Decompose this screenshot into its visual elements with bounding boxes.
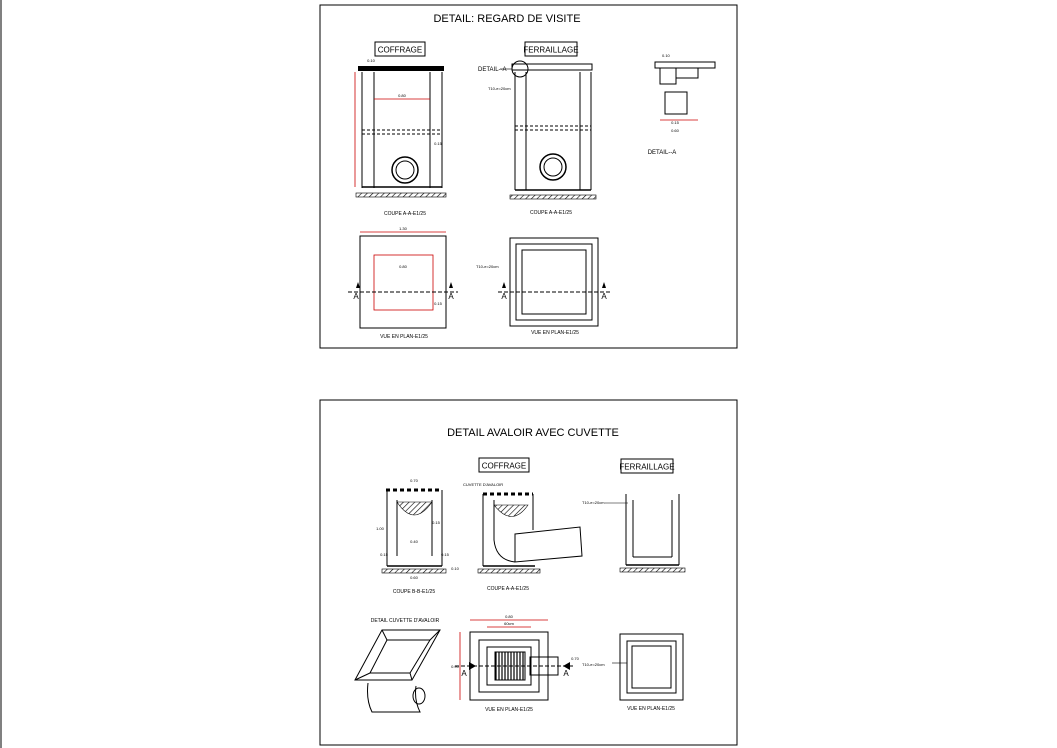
sheet1-frame (319, 4, 738, 349)
svg-text:0.15: 0.15 (441, 552, 450, 557)
sheet1-title: DETAIL: REGARD DE VISITE (433, 13, 580, 25)
svg-text:FERRAILLAGE: FERRAILLAGE (523, 46, 578, 55)
coupe-ferraillage-section: DETAIL--A T10-e=20cm COUPE A-A-E1/25 (478, 60, 597, 216)
avaloir-plan-coffrage: A A 0.80 60cm 0.90 0.70 VUE EN PLAN-E1/2… (451, 614, 580, 713)
svg-text:T10-e=20cm: T10-e=20cm (488, 86, 511, 91)
coupe-b-section: CUVETTE D'AVALOIR 0.70 0.40 0.15 0.15 0.… (376, 478, 503, 595)
detail-cuvette-caption: DETAIL CUVETTE D'AVALOIR (371, 618, 440, 624)
svg-text:0.10: 0.10 (451, 566, 460, 571)
svg-text:0.10: 0.10 (662, 53, 671, 58)
svg-text:0.90: 0.90 (451, 664, 460, 669)
sheet2-frame (319, 399, 738, 746)
svg-text:0.80: 0.80 (399, 264, 408, 269)
svg-text:A: A (448, 292, 454, 301)
avaloir-ferraillage-section: T10-e=20cm (582, 494, 686, 573)
plan-ferraillage-caption: VUE EN PLAN-E1/25 (531, 330, 579, 336)
svg-text:0.80: 0.80 (505, 614, 514, 619)
svg-text:1.00: 1.00 (376, 526, 385, 531)
svg-text:A: A (353, 292, 359, 301)
sheet2-title: DETAIL AVALOIR AVEC CUVETTE (447, 427, 619, 439)
svg-text:0.60: 0.60 (410, 575, 419, 580)
svg-text:0.70: 0.70 (410, 478, 419, 483)
plan-coffrage-caption: VUE EN PLAN-E1/25 (380, 334, 428, 340)
svg-text:0.70: 0.70 (571, 656, 580, 661)
coupe-b-caption: COUPE B-B-E1/25 (393, 589, 435, 595)
detail-cuvette-perspective: DETAIL CUVETTE D'AVALOIR (354, 618, 441, 713)
svg-text:A: A (601, 292, 607, 301)
svg-text:A: A (501, 292, 507, 301)
sheet1-ferraillage-label: FERRAILLAGE (523, 41, 579, 57)
svg-text:T10-e=20cm: T10-e=20cm (476, 264, 499, 269)
coupe-a-avaloir-caption: COUPE A-A-E1/25 (487, 586, 529, 592)
coupe-a-avaloir-section: COUPE A-A-E1/25 (477, 492, 583, 592)
svg-text:0.80: 0.80 (398, 93, 407, 98)
cuvette-label: CUVETTE D'AVALOIR (463, 482, 503, 487)
sheet2-coffrage-label: COFFRAGE (478, 457, 530, 473)
svg-text:0.15: 0.15 (671, 120, 680, 125)
svg-text:0.15: 0.15 (380, 552, 389, 557)
svg-text:T10-e=20cm: T10-e=20cm (582, 662, 605, 667)
svg-text:COFFRAGE: COFFRAGE (378, 46, 422, 55)
sheet-regard-de-visite: DETAIL: REGARD DE VISITE COFFRAGE FERRAI… (319, 4, 738, 349)
svg-text:0.60: 0.60 (671, 128, 680, 133)
avaloir-plan-ferraillage: T10-e=20cm VUE EN PLAN-E1/25 (582, 633, 684, 712)
svg-text:0.15: 0.15 (434, 141, 443, 146)
sheet2-ferraillage-label: FERRAILLAGE (619, 458, 675, 474)
svg-text:A: A (563, 669, 569, 678)
plan-ferraillage-view: A A T10-e=20cm VUE EN PLAN-E1/25 (476, 237, 610, 336)
detail-a-callout: DETAIL--A (478, 67, 507, 73)
avaloir-plan-coffrage-caption: VUE EN PLAN-E1/25 (485, 707, 533, 713)
svg-text:60cm: 60cm (504, 621, 514, 626)
svg-text:FERRAILLAGE: FERRAILLAGE (619, 463, 674, 472)
svg-text:0.15: 0.15 (434, 301, 443, 306)
plan-coffrage-view: A A 1.30 0.80 0.15 VUE EN PLAN-E1/25 (348, 226, 458, 340)
svg-text:0.15: 0.15 (432, 520, 441, 525)
svg-text:T10-e=20cm: T10-e=20cm (582, 500, 605, 505)
detail-a-caption: DETAIL--A (648, 150, 677, 156)
svg-text:0.40: 0.40 (410, 539, 419, 544)
avaloir-plan-ferraillage-caption: VUE EN PLAN-E1/25 (627, 706, 675, 712)
svg-text:A: A (461, 669, 467, 678)
svg-text:COFFRAGE: COFFRAGE (482, 462, 526, 471)
svg-text:1.30: 1.30 (399, 226, 408, 231)
coupe-ferraillage-caption: COUPE A-A-E1/25 (530, 210, 572, 216)
coupe-coffrage-caption: COUPE A-A-E1/25 (384, 211, 426, 217)
coupe-coffrage-section: 0.80 0.15 0.10 COUPE A-A-E1/25 (354, 58, 447, 217)
detail-a-drawing: 0.10 0.15 0.60 DETAIL--A (648, 53, 716, 156)
svg-text:0.10: 0.10 (367, 58, 376, 63)
sheet-avaloir: DETAIL AVALOIR AVEC CUVETTE COFFRAGE FER… (319, 399, 738, 746)
sheet1-coffrage-label: COFFRAGE (374, 41, 426, 57)
